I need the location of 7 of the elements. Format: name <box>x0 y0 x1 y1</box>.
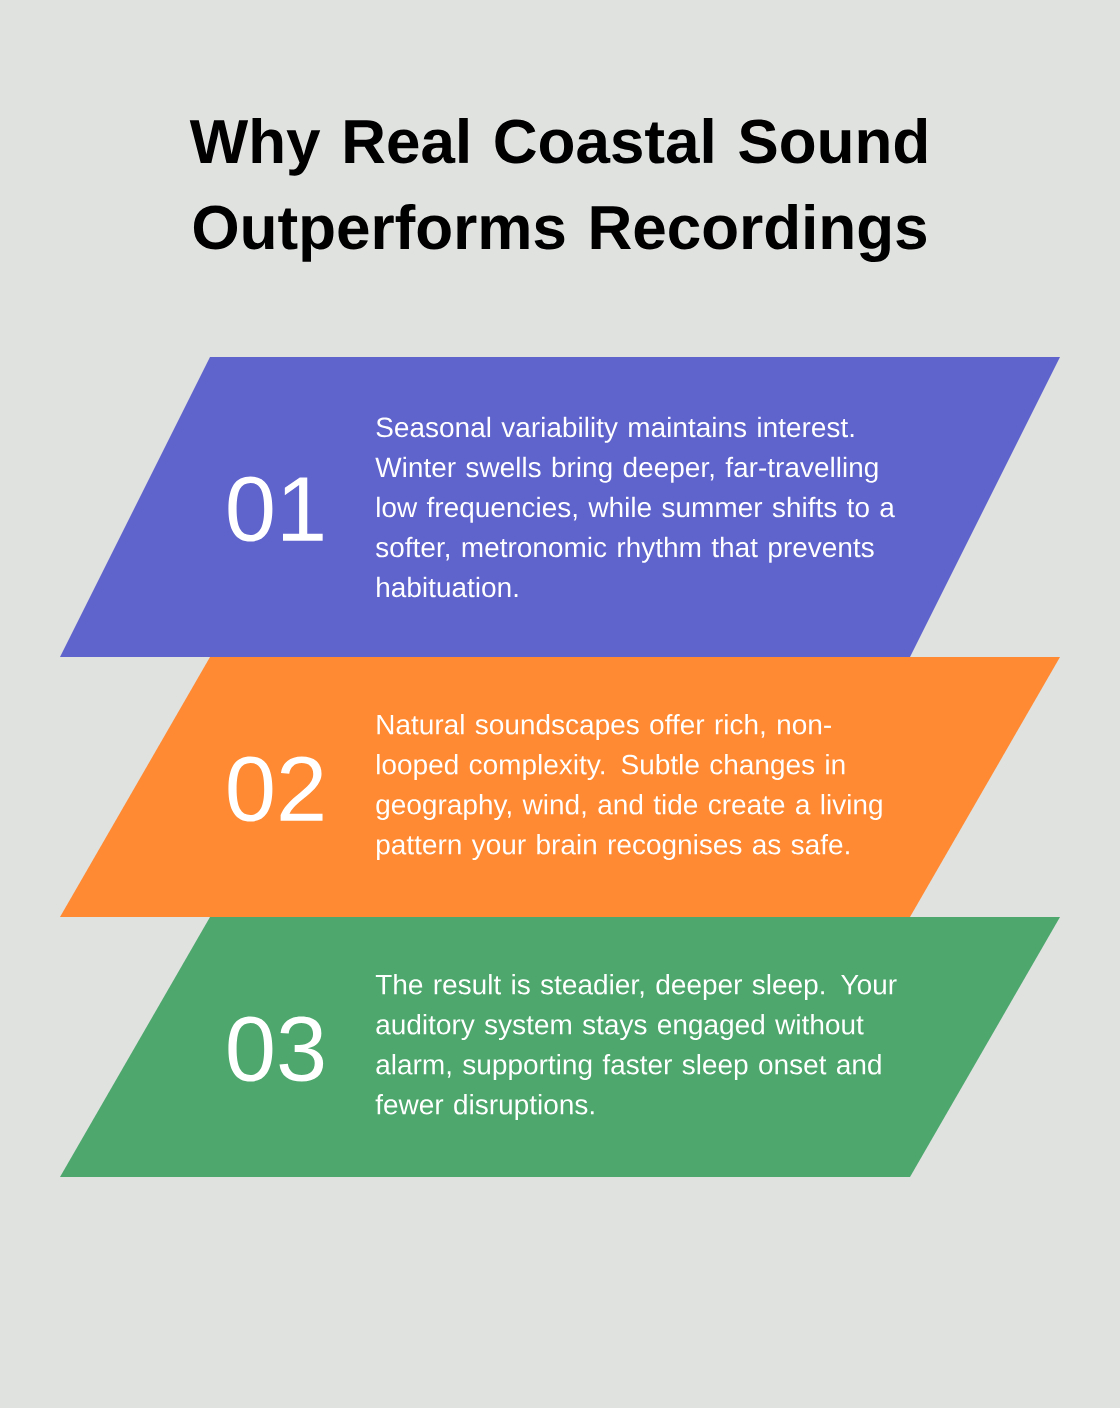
step-number: 02 <box>228 756 323 822</box>
step-number: 03 <box>228 1016 324 1082</box>
step-number: 01 <box>228 476 323 542</box>
title: Why Real Coastal Sound Outperforms Recordings <box>189 118 927 263</box>
step-text: Seasonal variability maintains interest. Winter swells bring deeper, far-travelling low frequencies, while summer shifts to a softer, metronomic rhythm that prevents habituation. <box>375 416 895 598</box>
step-text: The result is steadier, deeper sleep. Your auditory system stays engaged without alarm, supporting faster sleep onset and fewer disruptions. <box>375 973 897 1121</box>
step-text: Natural soundscapes offer rich, non-looped complexity. Subtle changes in geography, wind, and tide create a living pattern your brain recognises as safe. <box>376 713 882 861</box>
